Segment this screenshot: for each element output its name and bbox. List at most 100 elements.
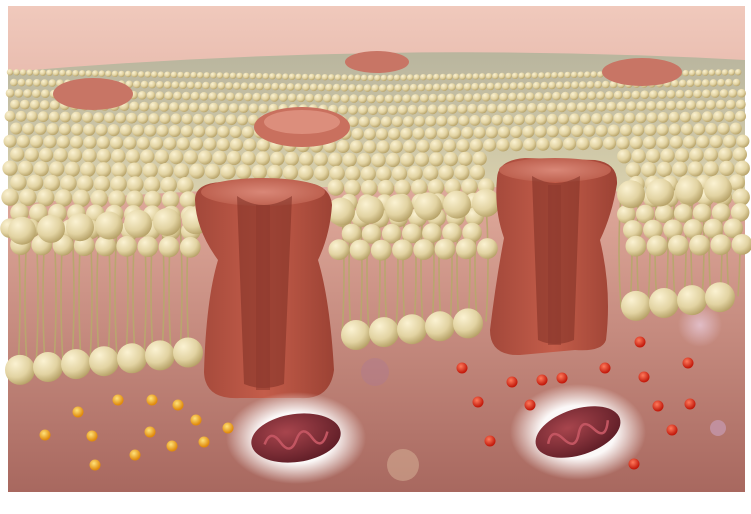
lipid-head bbox=[596, 91, 605, 100]
lipid-head bbox=[689, 69, 696, 77]
lipid-head bbox=[93, 112, 104, 123]
lipid-tail bbox=[618, 194, 622, 309]
lipid-head bbox=[461, 126, 474, 139]
lipid-head bbox=[392, 116, 403, 128]
lipid-head bbox=[432, 83, 441, 92]
lipid-head bbox=[402, 84, 410, 92]
ion-particle bbox=[146, 394, 158, 406]
lipid-head bbox=[709, 79, 718, 87]
lipid-head bbox=[377, 105, 388, 115]
lipid-head bbox=[439, 73, 447, 81]
lipid-head bbox=[737, 88, 746, 98]
lipid-head bbox=[692, 203, 712, 223]
lipid-head bbox=[718, 147, 733, 162]
lipid-head bbox=[420, 74, 427, 81]
lipid-head bbox=[145, 340, 175, 371]
lipid-head bbox=[485, 126, 498, 139]
lipid-head bbox=[82, 148, 97, 163]
lipid-head bbox=[678, 79, 687, 88]
lipid-head bbox=[623, 220, 643, 240]
lipid-head bbox=[393, 74, 401, 81]
lipid-head bbox=[510, 126, 523, 138]
lipid-head bbox=[547, 113, 558, 125]
lipid-head bbox=[66, 213, 94, 242]
lipid-head bbox=[288, 73, 296, 80]
lipid-head bbox=[424, 127, 437, 140]
lipid-head bbox=[621, 290, 651, 321]
lipid-head bbox=[735, 99, 746, 110]
lipid-head bbox=[25, 78, 33, 87]
lipid-head bbox=[296, 93, 306, 103]
lipid-head bbox=[261, 92, 270, 102]
lipid-head bbox=[455, 83, 464, 91]
lipid-head bbox=[217, 92, 226, 101]
lipid-head bbox=[654, 204, 674, 223]
lipid-head bbox=[496, 138, 510, 152]
lipid-head bbox=[1, 188, 19, 206]
lipid-head bbox=[392, 239, 413, 261]
lipid-head bbox=[518, 72, 525, 79]
lipid-head bbox=[723, 134, 737, 148]
lipid-head bbox=[400, 74, 407, 81]
lipid-head bbox=[315, 73, 322, 81]
lipid-head bbox=[79, 70, 86, 77]
ion-particle bbox=[628, 458, 640, 470]
lipid-head bbox=[170, 71, 178, 79]
lipid-head bbox=[586, 101, 597, 112]
lipid-head bbox=[710, 234, 732, 256]
lipid-head bbox=[728, 174, 745, 191]
lipid-head bbox=[83, 123, 96, 136]
lipid-head bbox=[182, 91, 191, 101]
lipid-head bbox=[513, 114, 525, 126]
lipid-head bbox=[10, 174, 27, 191]
lipid-head bbox=[199, 102, 209, 113]
lipid-head bbox=[10, 78, 18, 87]
lipid-head bbox=[255, 151, 270, 166]
lipid-head bbox=[241, 151, 256, 166]
lipid-head bbox=[173, 337, 203, 368]
lipid-head bbox=[348, 84, 356, 92]
lipid-head bbox=[267, 164, 283, 180]
lipid-head bbox=[635, 204, 655, 224]
lipid-head bbox=[376, 166, 392, 182]
lipid-head bbox=[160, 176, 177, 194]
lipid-head bbox=[357, 153, 372, 168]
lipid-head bbox=[177, 177, 194, 194]
lipid-head bbox=[534, 92, 544, 101]
lipid-head bbox=[658, 90, 667, 99]
lipid-head bbox=[368, 105, 378, 116]
lipid-head bbox=[256, 138, 270, 152]
lipid-head bbox=[111, 149, 126, 164]
lipid-head bbox=[179, 236, 201, 258]
ion-particle bbox=[144, 426, 156, 438]
lipid-head bbox=[137, 112, 149, 124]
lipid-head bbox=[547, 102, 557, 113]
lipid-head bbox=[24, 147, 39, 162]
lipid-head bbox=[557, 71, 565, 79]
lipid-head bbox=[507, 103, 517, 113]
lipid-head bbox=[52, 69, 60, 77]
lipid-head bbox=[233, 82, 241, 90]
lipid-head bbox=[203, 137, 217, 151]
lipid-head bbox=[226, 150, 242, 166]
lipid-head bbox=[400, 127, 413, 140]
lipid-head bbox=[402, 94, 412, 103]
lipid-head bbox=[180, 125, 193, 138]
lipid-head bbox=[163, 81, 172, 89]
lipid-head bbox=[171, 81, 180, 89]
lipid-head bbox=[19, 188, 37, 207]
lipid-head bbox=[502, 114, 514, 126]
lipid-head bbox=[104, 112, 115, 124]
lipid-head bbox=[566, 102, 577, 112]
lipid-head bbox=[341, 320, 371, 350]
lipid-head bbox=[649, 288, 679, 318]
lipid-head bbox=[369, 317, 399, 348]
lipid-head bbox=[163, 137, 177, 151]
lipid-head bbox=[494, 82, 503, 91]
lipid-head bbox=[536, 137, 550, 151]
lipid-head bbox=[629, 136, 643, 150]
lipid-head bbox=[164, 71, 171, 78]
ion-particle bbox=[112, 394, 124, 406]
lipid-head bbox=[734, 160, 750, 176]
lipid-head bbox=[546, 125, 559, 138]
